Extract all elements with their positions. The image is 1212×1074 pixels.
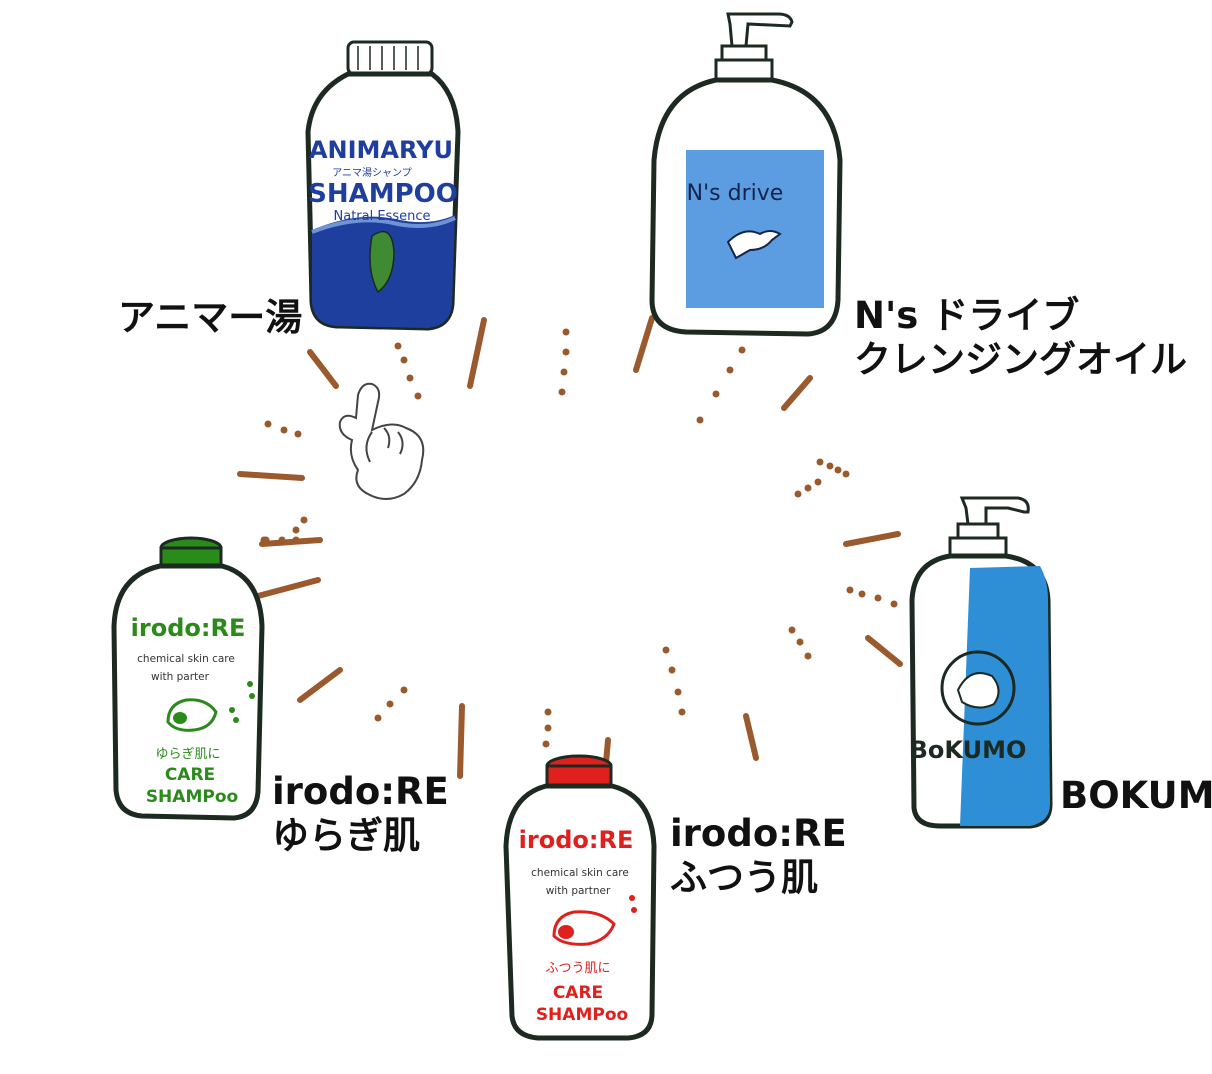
caption-line: BOKUMO xyxy=(1060,774,1212,817)
burst-dot xyxy=(542,740,550,748)
irodo-red-line1: chemical skin care xyxy=(531,867,629,879)
burst-dot xyxy=(558,388,566,396)
animaryu-sub: アニマ湯シャンプ xyxy=(332,166,412,179)
bokumo-bottle: BoKUMO xyxy=(909,496,1053,829)
burst-dot xyxy=(696,416,704,424)
burst-dot xyxy=(726,366,734,374)
caption-line: irodo:RE xyxy=(272,770,449,813)
caption-animaryu: アニマー湯 xyxy=(118,296,302,340)
irodo-green-skin: ゆらぎ肌に xyxy=(155,747,220,762)
burst-dot xyxy=(260,536,268,544)
burst-dot xyxy=(712,390,720,398)
burst-ray xyxy=(307,349,339,389)
caption-irodo-yuragi: irodo:RE ゆらぎ肌 xyxy=(272,770,449,858)
burst-ray xyxy=(237,471,305,481)
burst-dot xyxy=(794,490,802,498)
burst-dot xyxy=(292,526,300,534)
irodo-red-care: CARE xyxy=(553,983,603,1003)
burst-dot xyxy=(386,700,394,708)
burst-dot xyxy=(796,638,804,646)
burst-dot xyxy=(814,478,822,486)
burst-dot xyxy=(544,708,552,716)
irodo-red-type: SHAMPoo xyxy=(536,1005,628,1025)
burst-dot xyxy=(788,626,796,634)
burst-dot xyxy=(294,430,302,438)
burst-dot xyxy=(826,462,834,470)
burst-dot xyxy=(874,594,882,602)
burst-dot xyxy=(858,590,866,598)
irodo-red-skin: ふつう肌に xyxy=(545,961,610,976)
bokumo-logo-icon xyxy=(940,650,1016,726)
burst-dot xyxy=(804,484,812,492)
burst-dot xyxy=(804,652,812,660)
caption-line: ゆらぎ肌 xyxy=(272,814,420,857)
burst-rays xyxy=(237,315,903,789)
burst-ray xyxy=(781,375,813,411)
burst-dot xyxy=(816,458,824,466)
animaryu-tagline: Natral Essence xyxy=(334,209,431,224)
irodo-green-line1: chemical skin care xyxy=(137,653,235,665)
burst-ray xyxy=(457,703,465,779)
burst-dot xyxy=(738,346,746,354)
irodo-red-line2: with partner xyxy=(546,885,611,897)
burst-dot xyxy=(834,466,842,474)
burst-dot xyxy=(678,708,686,716)
caption-ns-drive: N's ドライブ クレンジングオイル xyxy=(854,294,1187,382)
burst-ray xyxy=(743,713,759,761)
burst-ray xyxy=(255,577,321,599)
irodo-red-brand: irodo:RE xyxy=(519,826,634,854)
irodo-green-type: SHAMPoo xyxy=(146,787,238,807)
burst-dot xyxy=(300,516,308,524)
burst-dot xyxy=(414,392,422,400)
irodo-red-bottle: irodo:RE chemical skin care with partner… xyxy=(503,754,657,1041)
caption-line: N's ドライブ xyxy=(854,294,1080,337)
burst-dot xyxy=(668,666,676,674)
burst-dot xyxy=(394,342,402,350)
burst-dot xyxy=(400,356,408,364)
burst-dot xyxy=(560,368,568,376)
burst-dot xyxy=(292,536,300,544)
irodo-green-care: CARE xyxy=(165,765,215,785)
burst-dot xyxy=(278,536,286,544)
irodo-green-line2: with parter xyxy=(151,671,210,683)
burst-dot xyxy=(674,688,682,696)
burst-dot xyxy=(562,328,570,336)
burst-ray xyxy=(865,635,903,667)
caption-line: ふつう肌 xyxy=(670,856,818,899)
ns-drive-brand: N's drive xyxy=(687,181,784,206)
burst-dot xyxy=(842,470,850,478)
burst-ray xyxy=(467,317,487,389)
burst-dot xyxy=(280,426,288,434)
burst-dot xyxy=(662,646,670,654)
animaryu-brand: ANIMARYU xyxy=(309,136,453,164)
burst-dot xyxy=(374,714,382,722)
burst-dot xyxy=(400,686,408,694)
bokumo-brand: BoKUMO xyxy=(910,736,1027,764)
burst-dot xyxy=(264,420,272,428)
burst-dot xyxy=(544,724,552,732)
burst-dot xyxy=(890,600,898,608)
caption-bokumo: BOKUMO xyxy=(1060,774,1212,818)
burst-ray xyxy=(297,667,343,703)
caption-line: アニマー湯 xyxy=(118,296,303,339)
caption-irodo-futsu: irodo:RE ふつう肌 xyxy=(670,812,847,900)
burst-ray xyxy=(259,537,323,547)
ns-drive-bottle: N's drive xyxy=(649,12,843,337)
burst-dot xyxy=(562,348,570,356)
caption-line: クレンジングオイル xyxy=(854,338,1187,381)
irodo-green-brand: irodo:RE xyxy=(131,614,246,642)
irodo-green-bottle: irodo:RE chemical skin care with parter … xyxy=(111,536,265,821)
animaryu-bottle: ANIMARYU アニマ湯シャンプ SHAMPOO Natral Essence xyxy=(305,40,461,331)
burst-ray xyxy=(843,531,901,547)
burst-dot xyxy=(846,586,854,594)
burst-dot xyxy=(406,374,414,382)
pointing-hand-icon xyxy=(338,382,425,500)
caption-line: irodo:RE xyxy=(670,812,847,855)
burst-ray xyxy=(633,315,655,373)
animaryu-type: SHAMPOO xyxy=(308,179,458,209)
running-dog-icon xyxy=(726,230,782,260)
